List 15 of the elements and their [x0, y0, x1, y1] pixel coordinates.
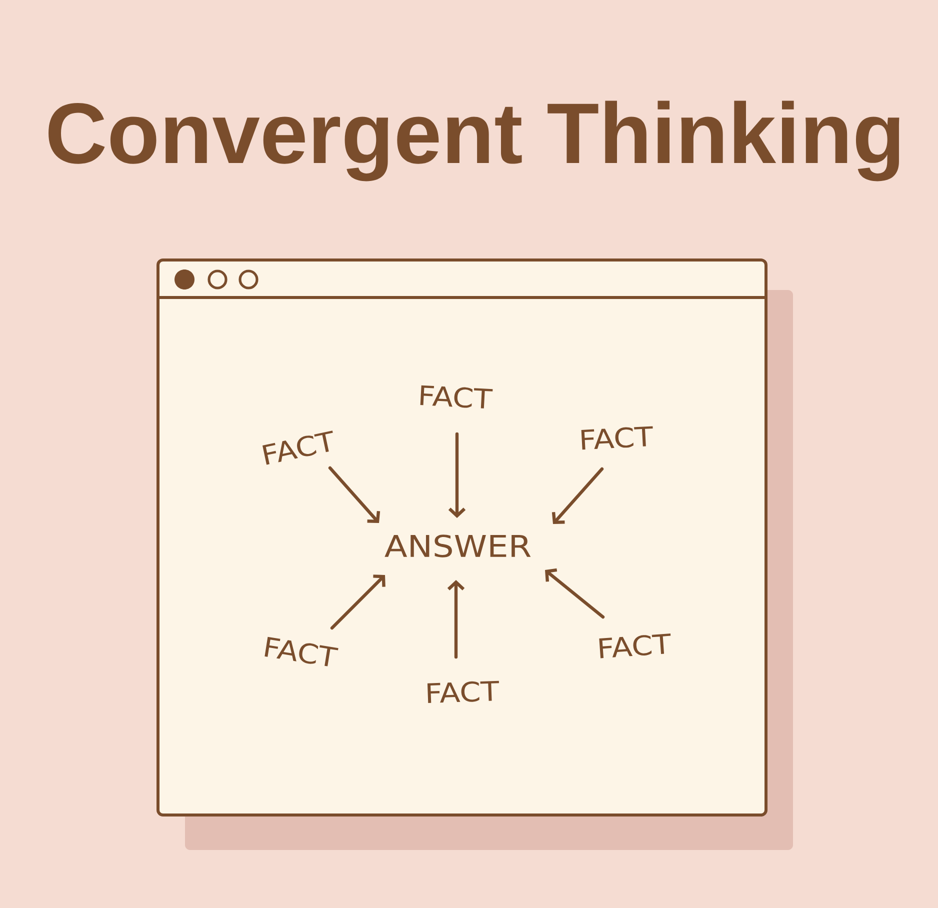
fact-label: FACT [262, 430, 333, 465]
arrow [447, 580, 465, 659]
arrow [448, 432, 466, 518]
fact-label: FACT [420, 385, 493, 408]
arrow [545, 568, 605, 619]
arrow [552, 467, 604, 524]
fact-label: FACT [581, 426, 653, 450]
fact-label: FACT [427, 680, 499, 703]
fact-label: FACT [599, 634, 671, 658]
fact-label: FACT [264, 636, 338, 666]
title: Convergent Thinking [48, 100, 900, 182]
arrow [330, 574, 386, 630]
answer-label: ANSWER [384, 534, 531, 558]
arrow [328, 466, 380, 523]
browser-window [156, 258, 768, 816]
